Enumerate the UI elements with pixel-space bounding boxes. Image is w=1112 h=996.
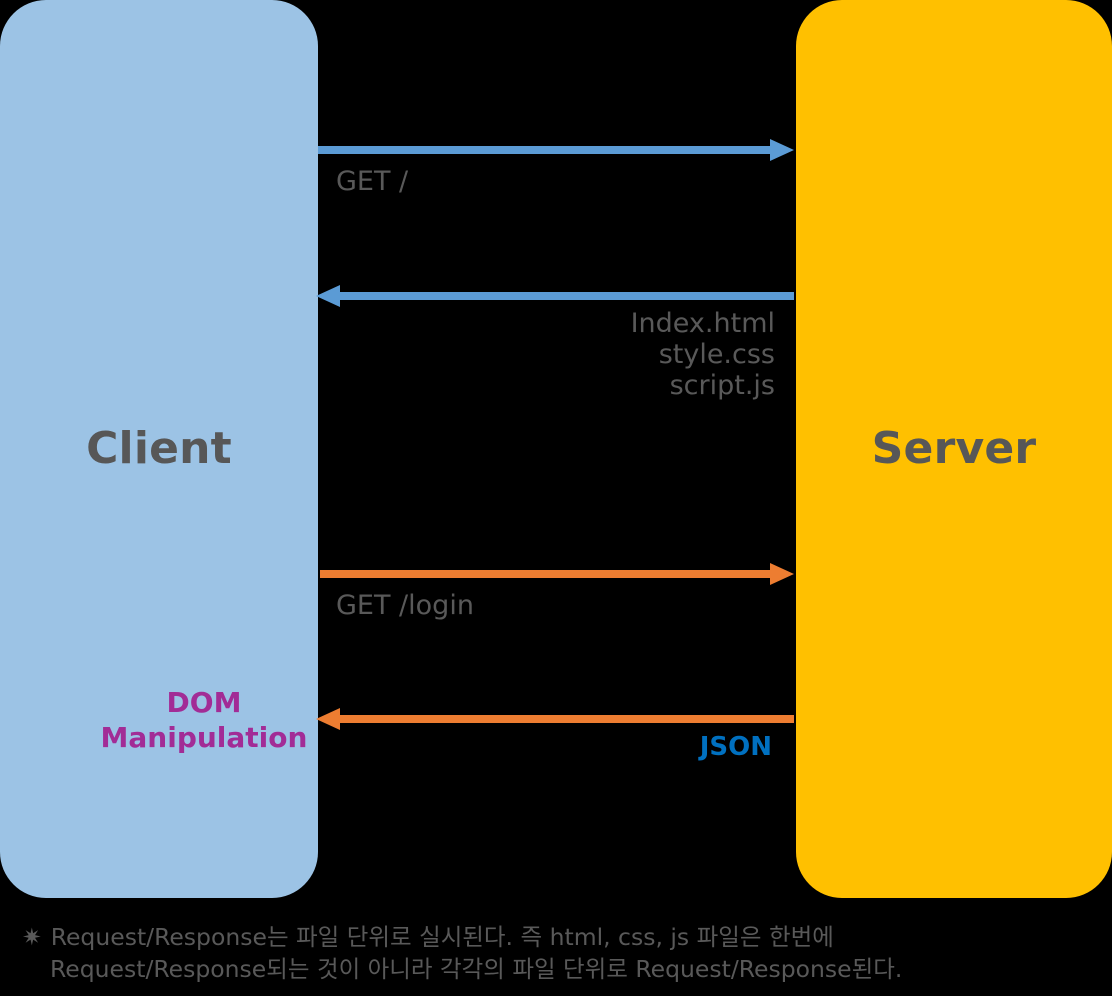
client-actor-box: Client (0, 0, 318, 898)
client-label: Client (86, 423, 232, 474)
footnote-line-2: Request/Response되는 것이 아니라 각각의 파일 단위로 Req… (22, 953, 1092, 985)
arrow-shaft (338, 715, 794, 723)
arrow-head-left-icon (316, 285, 340, 307)
message-label-json: JSON (699, 732, 772, 762)
footnote-line-2-text: Request/Response되는 것이 아니라 각각의 파일 단위로 Req… (50, 955, 903, 983)
arrow-shaft (320, 570, 772, 578)
arrow-head-right-icon (770, 563, 794, 585)
footnote-line-1-text: Request/Response는 파일 단위로 실시된다. 즉 html, c… (50, 923, 834, 951)
server-actor-box: Server (796, 0, 1112, 898)
arrow-request-root-icon (318, 137, 794, 163)
arrow-shaft (318, 146, 772, 154)
message-label-get-login: GET /login (336, 590, 474, 621)
arrow-response-files-icon (316, 283, 794, 309)
annotation-dom-manipulation: DOM Manipulation (100, 686, 308, 754)
arrow-shaft (338, 292, 794, 300)
arrow-response-json-icon (316, 706, 794, 732)
arrow-request-login-icon (320, 561, 794, 587)
arrow-head-right-icon (770, 139, 794, 161)
footnote-line-1: ✷ Request/Response는 파일 단위로 실시된다. 즉 html, … (22, 921, 1092, 953)
footnote: ✷ Request/Response는 파일 단위로 실시된다. 즉 html, … (22, 921, 1092, 985)
asterisk-icon: ✷ (22, 923, 42, 951)
message-label-get-root: GET / (336, 166, 409, 197)
message-label-response-files: Index.html style.css script.js (630, 308, 775, 401)
server-label: Server (871, 423, 1037, 474)
